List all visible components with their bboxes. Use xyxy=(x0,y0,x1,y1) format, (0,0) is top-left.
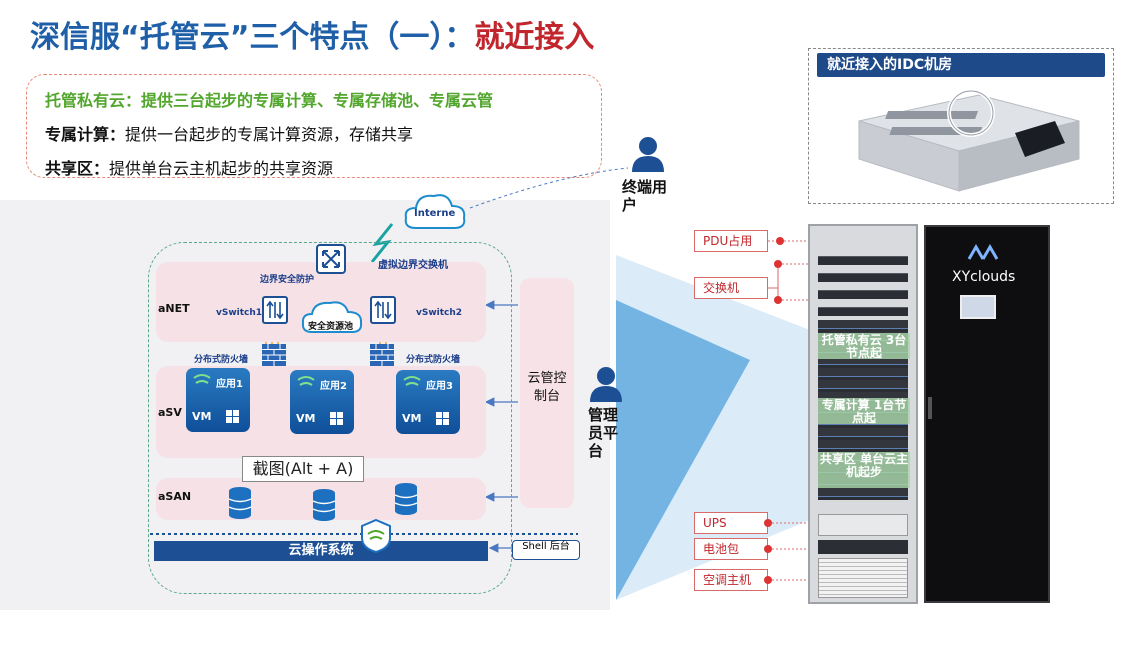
battery-unit xyxy=(818,540,908,554)
rack-label-pdu: PDU占用 xyxy=(694,230,768,252)
rack-unit xyxy=(818,256,908,265)
rack-label-ups: UPS xyxy=(694,512,768,534)
title-main: 深信服“托管云”三个特点（一）： xyxy=(30,20,475,55)
anet-label: aNET xyxy=(158,302,190,315)
cabinet-handle xyxy=(928,397,932,419)
shield-logo-icon xyxy=(361,518,391,554)
rack-label-ac: 空调主机 xyxy=(694,569,768,591)
vswitch1-icon xyxy=(262,296,288,324)
admin-platform-label: 管理员平台 xyxy=(588,406,619,460)
security-pool-cloud-icon xyxy=(301,301,363,333)
marker-dot xyxy=(764,576,772,584)
app-label: 应用1 xyxy=(216,379,243,390)
storage-db-icon xyxy=(394,483,418,515)
tag-dedicated-compute: 专属计算 1台节点起 xyxy=(818,398,910,425)
cloud-console-panel xyxy=(520,278,574,508)
feature-label: 共享区： xyxy=(45,159,110,178)
marker-dot xyxy=(764,545,772,553)
border-switch-icon xyxy=(316,244,346,274)
marker-dot xyxy=(776,237,784,245)
feature-managed-private-cloud: 托管私有云：提供三台起步的专属计算、专属存储池、专属云管 xyxy=(45,91,494,110)
windows-icon xyxy=(226,410,449,425)
firewall-icon-right xyxy=(370,344,394,366)
rack-label-switch: 交换机 xyxy=(694,277,768,299)
virtual-border-switch-label: 虚拟边界交换机 xyxy=(378,260,448,271)
security-pool-label: 安全资源池 xyxy=(308,322,354,332)
storage-db-icon xyxy=(228,487,252,519)
feature-dedicated-compute: 专属计算：提供一台起步的专属计算资源，存储共享 xyxy=(45,121,413,145)
vswitch2-icon xyxy=(370,296,396,324)
asan-label: aSAN xyxy=(158,490,192,503)
cloud-boundary xyxy=(148,242,512,594)
app2-vm-card: 应用2 VM xyxy=(290,370,354,434)
dist-firewall-label-right: 分布式防火墙 xyxy=(406,355,461,365)
screenshot-tooltip: 截图(Alt + A) xyxy=(242,456,364,482)
xyclouds-logo-icon xyxy=(967,244,999,260)
marker-dot xyxy=(764,519,772,527)
sangfor-logo-icon xyxy=(193,374,421,386)
tag-shared-zone: 共享区 单台云主机起步 xyxy=(818,452,910,488)
cabinet-screen xyxy=(960,295,996,319)
idc-room-illustration xyxy=(858,89,1080,192)
app-label: 应用3 xyxy=(426,381,453,392)
vswitch2-label: vSwitch2 xyxy=(416,308,463,318)
shell-backend-box: Shell 后台 xyxy=(512,540,580,560)
page-title: 深信服“托管云”三个特点（一）：就近接入 xyxy=(30,12,594,56)
border-security-label: 边界安全防护 xyxy=(260,275,315,285)
ups-unit xyxy=(818,514,908,536)
idc-room-header: 就近接入的IDC机房 xyxy=(817,53,1105,77)
feature-label: 专属计算： xyxy=(45,125,126,144)
marker-dot xyxy=(774,260,782,268)
app3-vm-card: 应用3 VM xyxy=(396,370,460,434)
idc-room-card: 就近接入的IDC机房 xyxy=(808,48,1114,204)
vm-label: VM xyxy=(192,410,212,423)
rack-unit xyxy=(818,307,908,316)
app-label: 应用2 xyxy=(320,381,347,392)
rack-unit xyxy=(818,273,908,282)
internet-label: Interne xyxy=(414,208,456,219)
cloud-console-label: 云管控制台 xyxy=(527,371,567,404)
feature-shared-zone: 共享区：提供单台云主机起步的共享资源 xyxy=(45,155,333,179)
vm-label: VM xyxy=(296,412,316,425)
end-user-icon xyxy=(632,137,664,172)
asv-label: aSV xyxy=(158,406,182,419)
admin-user-icon xyxy=(590,367,622,402)
title-highlight: 就近接入 xyxy=(474,20,595,55)
app1-vm-card: 应用1 VM xyxy=(186,368,250,432)
vswitch1-label: vSwitch1 xyxy=(216,308,263,318)
feature-text: 提供一台起步的专属计算资源，存储共享 xyxy=(125,125,414,144)
marker-dot xyxy=(774,296,782,304)
dist-firewall-label-left: 分布式防火墙 xyxy=(194,355,249,365)
internet-cloud-icon xyxy=(404,194,466,229)
cloud-os-bar: 云操作系统 xyxy=(154,541,488,561)
features-box: 托管私有云：提供三台起步的专属计算、专属存储池、专属云管 专属计算：提供一台起步… xyxy=(26,74,602,178)
ac-unit xyxy=(818,558,908,598)
xyclouds-cabinet: XYclouds xyxy=(924,225,1050,603)
brand-label: XYclouds xyxy=(952,269,1016,285)
firewall-icon-left xyxy=(262,344,286,366)
feature-text: 提供单台云主机起步的共享资源 xyxy=(109,159,334,178)
vm-label: VM xyxy=(402,412,422,425)
storage-db-icon xyxy=(312,489,336,521)
end-user-label: 终端用户 xyxy=(622,178,668,214)
rack-unit xyxy=(818,290,908,299)
tag-private-cloud: 托管私有云 3台节点起 xyxy=(818,333,910,360)
rack-label-battery: 电池包 xyxy=(694,538,768,560)
